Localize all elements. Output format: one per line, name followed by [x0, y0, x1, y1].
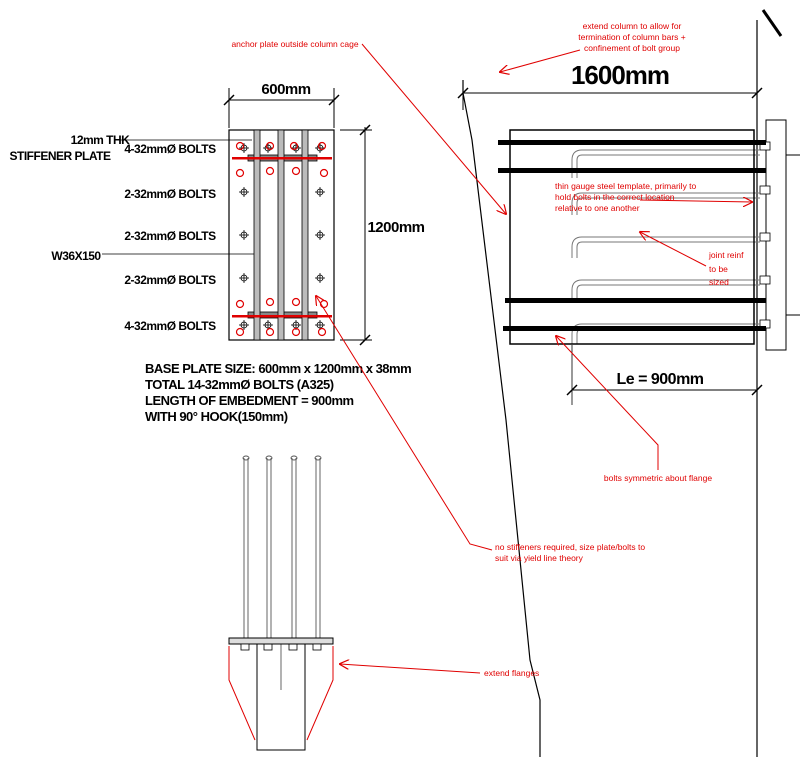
note-template-2: hold bolts in the correct location — [555, 192, 675, 202]
spec-line-2: TOTAL 14-32mmØ BOLTS (A325) — [145, 377, 334, 392]
bolt-row-label-2: 2-32mmØ BOLTS — [124, 187, 216, 201]
bolt-row-label-1: 4-32mmØ BOLTS — [124, 142, 216, 156]
markup-notes: anchor plate outside column cage extend … — [231, 21, 752, 678]
bolt-row-label-3: 2-32mmØ BOLTS — [124, 229, 216, 243]
bolt-elevation-small — [228, 455, 481, 751]
plan-width-label: 600mm — [261, 81, 310, 98]
markup-template-bars — [498, 140, 766, 331]
note-no-stiffeners-2: suit via yield line theory — [495, 553, 584, 563]
hooked-anchor-bolts — [571, 149, 760, 344]
note-template-3: relative to one another — [555, 203, 640, 213]
embedment-label: Le = 900mm — [616, 371, 703, 388]
column-left-edge — [462, 80, 541, 757]
note-no-stiffeners-1: no stiffeners required, size plate/bolts… — [495, 542, 645, 552]
bolt-row-label-4: 2-32mmØ BOLTS — [124, 273, 216, 287]
embedment-dimension: Le = 900mm — [566, 345, 763, 405]
markup-flange-bars — [232, 157, 332, 318]
note-joint-reinf-3: sized — [709, 277, 729, 287]
spec-notes: BASE PLATE SIZE: 600mm x 1200mm x 38mm T… — [145, 361, 412, 424]
spec-line-4: WITH 90° HOOK(150mm) — [145, 409, 288, 424]
elevation-width-dimension: 1600mm — [457, 60, 763, 110]
stiffener-label-line1: 12mm THK — [71, 133, 131, 147]
column-elevation: 1600mm — [457, 9, 800, 757]
steel-template-outline — [509, 129, 755, 345]
note-joint-reinf-2: to be — [709, 264, 728, 274]
note-extend-column-3: confinement of bolt group — [584, 43, 680, 53]
note-joint-reinf-1: joint reinf — [708, 250, 744, 260]
note-template-1: thin gauge steel template, primarily to — [555, 181, 697, 191]
note-bolts-symmetric: bolts symmetric about flange — [604, 473, 712, 483]
bolt-symbols — [239, 143, 325, 330]
elevation-base-plate — [759, 119, 800, 351]
stiffener-label-line2: STIFFENER PLATE — [10, 149, 111, 163]
spec-line-3: LENGTH OF EMBEDMENT = 900mm — [145, 393, 354, 408]
plan-height-dimension: 1200mm — [340, 124, 425, 346]
note-extend-flanges: extend flanges — [484, 668, 539, 678]
note-extend-column-2: termination of column bars + — [578, 32, 686, 42]
bolt-row-label-5: 4-32mmØ BOLTS — [124, 319, 216, 333]
base-plate-plan: 600mm 12mm THK STIFFENER PLATE W36X150 4… — [10, 81, 425, 346]
spec-line-1: BASE PLATE SIZE: 600mm x 1200mm x 38mm — [145, 361, 411, 376]
note-anchor-plate: anchor plate outside column cage — [231, 39, 358, 49]
elevation-width-label: 1600mm — [571, 60, 669, 90]
note-extend-column-1: extend column to allow for — [583, 21, 682, 31]
section-label: W36X150 — [51, 249, 101, 263]
plan-height-label: 1200mm — [367, 219, 424, 236]
markup-bolt-circles — [235, 141, 329, 337]
plan-width-dimension: 600mm — [223, 81, 340, 128]
stiffener-plates — [253, 129, 309, 341]
